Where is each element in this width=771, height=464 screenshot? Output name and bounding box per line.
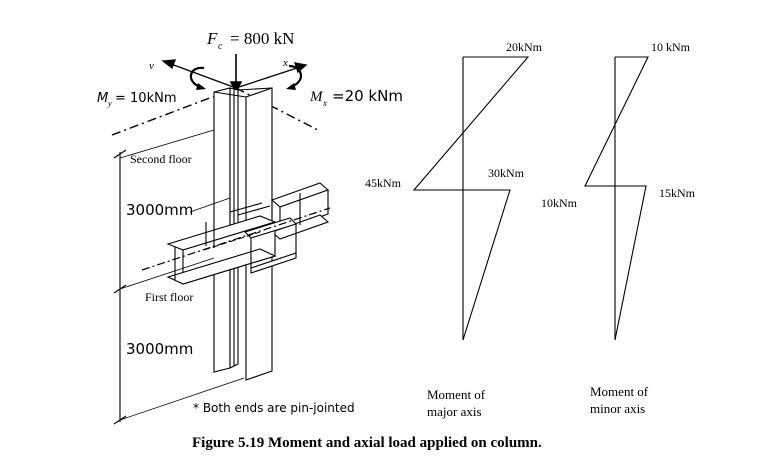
- minor-axis-dashed: [111, 87, 237, 136]
- v-axis-arrow: [161, 59, 237, 89]
- moment-x-subscript: x: [322, 98, 327, 108]
- major-mid-right-moment: 30kNm: [488, 166, 525, 180]
- lower-span-label: 3000mm: [126, 340, 193, 358]
- axial-load-label: F c = 800 kN: [206, 29, 294, 52]
- moment-y-subscript: y: [107, 99, 112, 108]
- upper-span-label: 3000mm: [126, 201, 193, 219]
- major-caption-line2: major axis: [427, 404, 482, 419]
- major-caption-line1: Moment of: [427, 387, 486, 402]
- moment-x-value: =20 kNm: [332, 87, 403, 105]
- moment-y-value: = 10kNm: [115, 91, 176, 106]
- minor-axis-moment-diagram: [584, 56, 649, 341]
- dimension-line: [113, 129, 245, 425]
- column-sketch: [166, 87, 330, 381]
- minor-caption-line2: minor axis: [590, 401, 645, 416]
- moment-y-label: M y = 10kNm: [97, 91, 176, 108]
- moment-y-symbol: M: [97, 91, 108, 106]
- axial-load-subscript: c: [218, 41, 223, 52]
- minor-mid-left-moment: 10kNm: [541, 196, 578, 210]
- axis-v-label: v: [149, 60, 154, 72]
- major-top-moment: 20kNm: [506, 40, 543, 54]
- second-floor-label: Second floor: [130, 152, 192, 166]
- moment-x-label: M x =20 kNm: [309, 87, 403, 108]
- first-floor-label: First floor: [145, 290, 193, 304]
- moment-x-arrow: [286, 64, 302, 90]
- minor-mid-right-moment: 15kNm: [659, 186, 696, 200]
- figure-caption: Figure 5.19 Moment and axial load applie…: [192, 435, 542, 451]
- axis-x-label: x: [282, 57, 288, 69]
- beam-axis-dashed: [141, 207, 331, 271]
- moment-x-symbol: M: [309, 89, 324, 105]
- major-mid-left-moment: 45kNm: [365, 176, 402, 190]
- axial-load-value: = 800 kN: [230, 29, 294, 48]
- moment-y-arrow: [189, 66, 206, 90]
- minor-top-moment: 10 kNm: [651, 40, 691, 54]
- beam-axis-dashed-2: [203, 231, 261, 251]
- major-axis-dashed: [235, 87, 319, 131]
- axial-load-symbol: F: [206, 29, 218, 48]
- minor-caption-line1: Moment of: [590, 384, 649, 399]
- pin-joint-note: * Both ends are pin-jointed: [193, 401, 355, 415]
- major-axis-moment-diagram: [412, 56, 530, 341]
